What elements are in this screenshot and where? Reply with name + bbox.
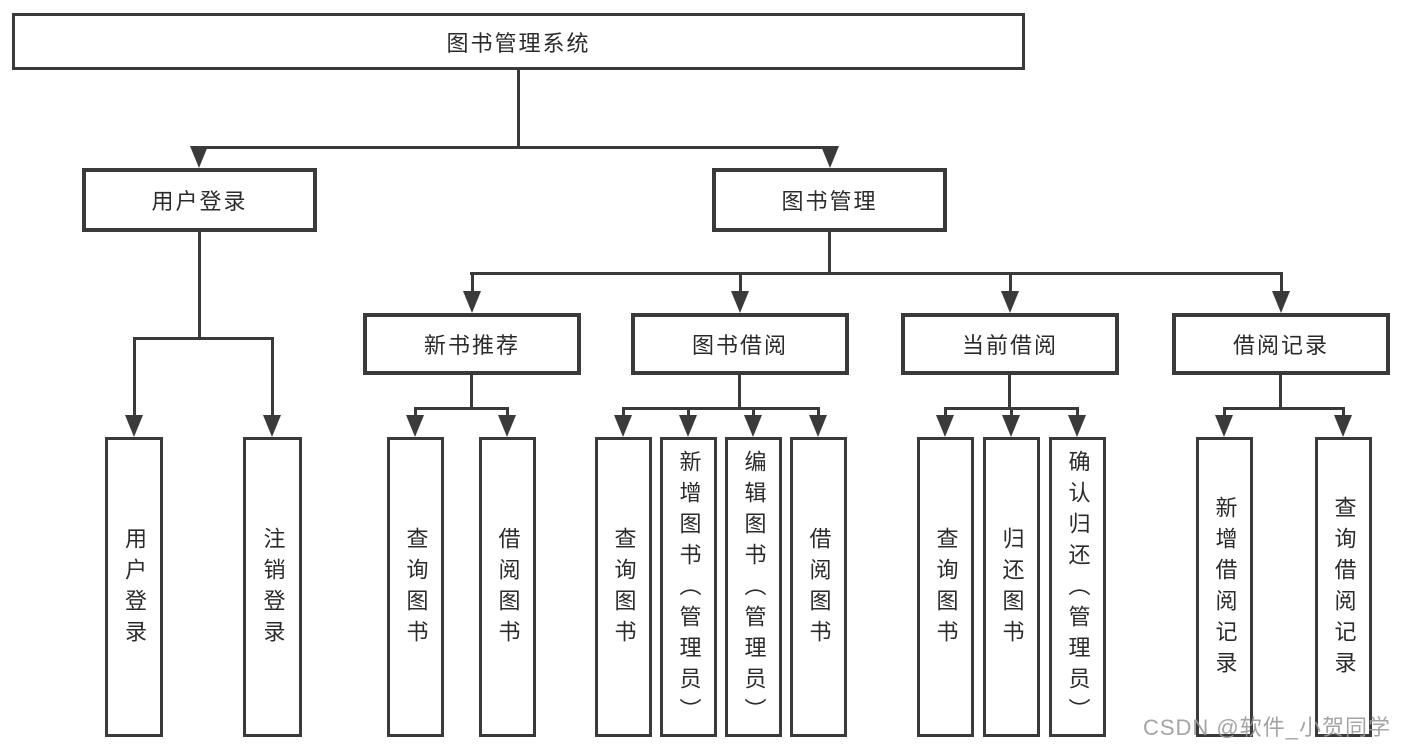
leaf-add-borrow-record: 新增借阅记录: [1196, 437, 1253, 737]
leaf-query-borrow-record: 查询借阅记录: [1315, 437, 1372, 737]
leaf-query-books-recommend: 查询图书: [387, 437, 444, 737]
leaf-label: 查询图书: [403, 527, 429, 651]
connector-hline: [470, 272, 1282, 275]
arrow-down-icon: [1002, 407, 1020, 437]
arrow-down-icon: [679, 407, 697, 437]
arrow-down-icon: [463, 272, 481, 313]
csdn-watermark: CSDN @软件_小贺同学: [1142, 715, 1391, 740]
arrow-down-icon: [1272, 272, 1290, 313]
arrow-down-icon: [1334, 407, 1352, 437]
arrow-down-icon: [263, 337, 281, 437]
node-user-login: 用户登录: [82, 168, 317, 232]
leaf-label: 注销登录: [260, 527, 286, 651]
node-label: 用户登录: [151, 189, 248, 214]
leaf-label: 借阅图书: [806, 527, 832, 651]
connector-hline: [414, 407, 509, 410]
arrow-down-icon: [744, 407, 762, 437]
leaf-borrow-books: 借阅图书: [790, 437, 847, 737]
arrow-down-icon: [1215, 407, 1233, 437]
connector-vline: [470, 375, 473, 407]
leaf-confirm-return-admin: 确认归还（管理员）: [1049, 437, 1106, 737]
leaf-label: 新增借阅记录: [1212, 496, 1238, 682]
connector-vline: [738, 375, 741, 407]
leaf-query-books-borrow: 查询图书: [595, 437, 652, 737]
arrow-down-icon: [498, 407, 516, 437]
node-label: 图书借阅: [691, 333, 788, 358]
leaf-label: 查询图书: [933, 527, 959, 651]
leaf-logout-login: 注销登录: [243, 437, 302, 737]
arrow-down-icon: [190, 146, 208, 168]
node-label: 当前借阅: [961, 333, 1058, 358]
connector-hline: [133, 337, 274, 340]
connector-vline: [1008, 375, 1011, 407]
connector-vline: [828, 232, 831, 275]
arrow-down-icon: [125, 337, 143, 437]
leaf-label: 查询图书: [611, 527, 637, 651]
node-library-management-system: 图书管理系统: [12, 13, 1025, 70]
connector-hline: [622, 407, 820, 410]
leaf-borrow-books-recommend: 借阅图书: [479, 437, 536, 737]
arrow-down-icon: [731, 272, 749, 313]
node-label: 借阅记录: [1232, 333, 1329, 358]
leaf-label: 归还图书: [999, 527, 1025, 651]
arrow-down-icon: [936, 407, 954, 437]
leaf-label: 新增图书（管理员）: [676, 449, 702, 729]
leaf-label: 用户登录: [122, 527, 147, 651]
connector-vline: [517, 69, 520, 146]
arrow-down-icon: [406, 407, 424, 437]
leaf-label: 借阅图书: [495, 527, 521, 651]
connector-vline: [1279, 375, 1282, 407]
leaf-query-books-current: 查询图书: [917, 437, 974, 737]
connector-hline: [198, 146, 832, 149]
arrow-down-icon: [1068, 407, 1086, 437]
connector-vline: [198, 232, 201, 337]
leaf-edit-books-admin: 编辑图书（管理员）: [725, 437, 782, 737]
arrow-down-icon: [1001, 272, 1019, 313]
node-label: 图书管理系统: [446, 30, 591, 56]
leaf-label: 编辑图书（管理员）: [741, 449, 767, 729]
node-label: 图书管理: [781, 189, 878, 214]
node-current-borrow: 当前借阅: [901, 313, 1119, 375]
leaf-user-login: 用户登录: [105, 437, 163, 737]
leaf-label: 查询借阅记录: [1331, 496, 1357, 682]
connector-hline: [1223, 407, 1345, 410]
node-label: 新书推荐: [423, 333, 520, 358]
arrow-down-icon: [821, 146, 839, 168]
node-new-book-recommend: 新书推荐: [363, 313, 581, 375]
node-book-borrow: 图书借阅: [631, 313, 849, 375]
leaf-return-books: 归还图书: [983, 437, 1040, 737]
node-book-management: 图书管理: [712, 168, 947, 232]
node-borrow-records: 借阅记录: [1172, 313, 1390, 375]
arrow-down-icon: [809, 407, 827, 437]
leaf-add-books-admin: 新增图书（管理员）: [660, 437, 717, 737]
arrow-down-icon: [614, 407, 632, 437]
leaf-label: 确认归还（管理员）: [1065, 449, 1091, 729]
